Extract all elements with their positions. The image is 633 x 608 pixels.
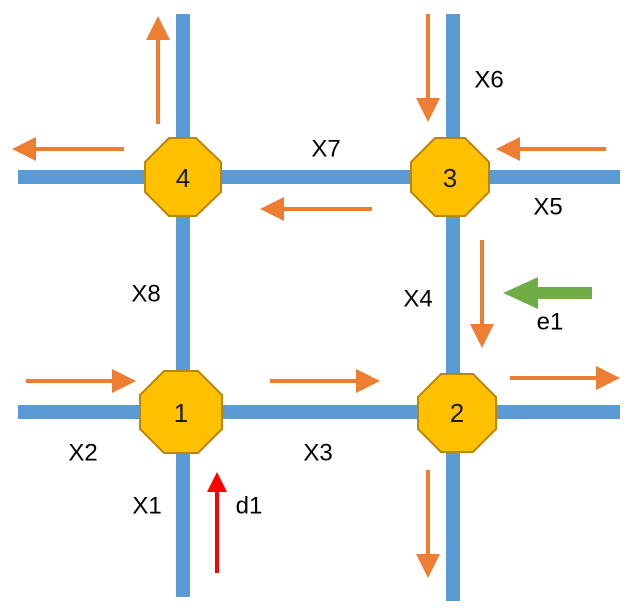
- node-2-label: 2: [450, 398, 464, 428]
- input-label-d1: d1: [236, 493, 263, 520]
- link-label-x3: X3: [303, 440, 332, 467]
- link-label-x4: X4: [403, 286, 432, 313]
- external-arrow-e1: [503, 277, 592, 309]
- node-3: 3: [410, 137, 490, 217]
- link-label-x2: X2: [68, 440, 97, 467]
- link-label-x7: X7: [311, 136, 340, 163]
- link-label-x8: X8: [131, 281, 160, 308]
- road-vertical-left: [176, 14, 190, 597]
- node-1: 1: [139, 370, 223, 454]
- link-label-x1: X1: [132, 493, 161, 520]
- input-label-e1: e1: [537, 309, 564, 336]
- link-label-x5: X5: [533, 194, 562, 221]
- node-2: 2: [417, 373, 497, 453]
- road-vertical-right: [446, 14, 460, 601]
- road-horizontal-bottom: [18, 405, 620, 419]
- road-horizontal-top: [18, 170, 620, 184]
- node-3-label: 3: [443, 163, 457, 193]
- node-1-label: 1: [174, 398, 188, 428]
- link-label-x6: X6: [474, 67, 503, 94]
- node-4: 4: [144, 137, 222, 217]
- node-4-label: 4: [176, 163, 190, 193]
